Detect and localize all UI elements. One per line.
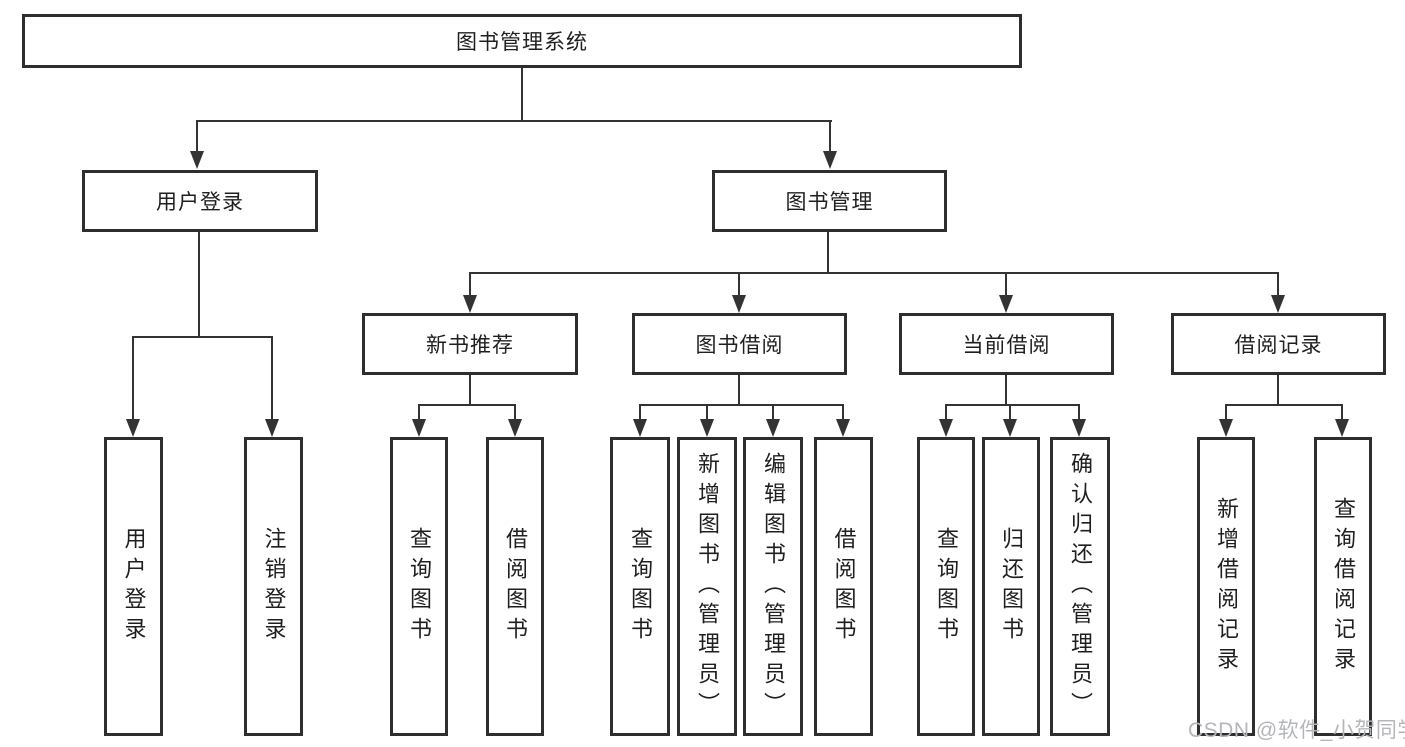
node-borrow-records-label: 借阅记录	[1234, 334, 1323, 357]
leaf-edit-books-admin: 编辑图书（管理员）	[743, 437, 803, 736]
leaf-label: 借阅图书	[503, 526, 528, 647]
connector-line	[196, 120, 198, 154]
connector-line	[1277, 272, 1279, 298]
connector-line	[639, 404, 844, 406]
arrowhead-down-icon	[1072, 419, 1086, 437]
leaf-query-books-3: 查询图书	[917, 437, 975, 736]
leaf-add-borrow-record: 新增借阅记录	[1197, 437, 1255, 736]
connector-line	[772, 404, 774, 421]
connector-line	[1225, 404, 1227, 421]
leaf-label: 注销登录	[261, 526, 287, 647]
leaf-label: 确认归还（管理员）	[1068, 451, 1093, 722]
arrowhead-down-icon	[1271, 295, 1285, 313]
node-new-book-recommend-label: 新书推荐	[426, 334, 514, 357]
arrowhead-down-icon	[836, 419, 850, 437]
connector-line	[1005, 375, 1007, 406]
connector-line	[132, 336, 134, 420]
connector-line	[418, 404, 420, 421]
connector-line	[1005, 272, 1007, 298]
connector-line	[738, 272, 740, 298]
arrowhead-down-icon	[463, 295, 477, 313]
arrowhead-down-icon	[190, 151, 204, 169]
arrowhead-down-icon	[1335, 419, 1349, 437]
arrowhead-down-icon	[1219, 419, 1233, 437]
connector-line	[196, 120, 832, 122]
leaf-label: 新增借阅记录	[1214, 496, 1239, 677]
leaf-label: 查询借阅记录	[1331, 496, 1356, 677]
arrowhead-down-icon	[265, 419, 279, 437]
arrowhead-down-icon	[999, 295, 1013, 313]
connector-line	[271, 336, 273, 420]
node-root-label: 图书管理系统	[456, 31, 588, 54]
node-borrow-records: 借阅记录	[1171, 313, 1386, 375]
leaf-add-books-admin: 新增图书（管理员）	[677, 437, 737, 736]
leaf-borrow-books-2: 借阅图书	[814, 437, 873, 736]
node-book-borrow: 图书借阅	[632, 313, 847, 375]
arrowhead-down-icon	[823, 151, 837, 169]
connector-line	[469, 272, 1279, 274]
leaf-label: 归还图书	[999, 526, 1024, 647]
connector-line	[469, 375, 471, 406]
leaf-label: 查询图书	[407, 526, 432, 647]
connector-line	[1225, 404, 1343, 406]
connector-line	[706, 404, 708, 421]
leaf-return-books: 归还图书	[982, 437, 1040, 736]
connector-line	[738, 375, 740, 406]
node-new-book-recommend: 新书推荐	[362, 313, 578, 375]
node-user-login-label: 用户登录	[156, 191, 244, 214]
leaf-confirm-return-admin: 确认归还（管理员）	[1050, 437, 1110, 736]
node-current-borrow-label: 当前借阅	[962, 334, 1051, 357]
arrowhead-down-icon	[700, 419, 714, 437]
leaf-label: 借阅图书	[831, 526, 857, 647]
arrowhead-down-icon	[766, 419, 780, 437]
arrowhead-down-icon	[939, 419, 953, 437]
arrowhead-down-icon	[732, 295, 746, 313]
connector-line	[521, 68, 523, 122]
arrowhead-down-icon	[633, 419, 647, 437]
leaf-query-books-1: 查询图书	[390, 437, 448, 736]
connector-line	[945, 404, 947, 421]
connector-line	[827, 232, 829, 274]
connector-line	[418, 404, 516, 406]
connector-line	[469, 272, 471, 298]
leaf-label: 查询图书	[934, 526, 959, 647]
connector-line	[198, 232, 200, 338]
connector-line	[1078, 404, 1080, 421]
leaf-label: 用户登录	[121, 526, 147, 647]
connector-line	[639, 404, 641, 421]
arrowhead-down-icon	[126, 419, 140, 437]
node-book-borrow-label: 图书借阅	[695, 334, 784, 357]
node-user-login: 用户登录	[82, 170, 318, 232]
arrowhead-down-icon	[508, 419, 522, 437]
connector-line	[1341, 404, 1343, 421]
connector-line	[945, 404, 1080, 406]
leaf-label: 新增图书（管理员）	[695, 451, 720, 722]
node-book-management: 图书管理	[712, 170, 947, 232]
connector-line	[1009, 404, 1011, 421]
arrowhead-down-icon	[1003, 419, 1017, 437]
leaf-query-borrow-record: 查询借阅记录	[1314, 437, 1372, 736]
node-book-management-label: 图书管理	[785, 191, 874, 214]
connector-line	[514, 404, 516, 421]
connector-line	[842, 404, 844, 421]
leaf-query-books-2: 查询图书	[610, 437, 670, 736]
leaf-label: 编辑图书（管理员）	[761, 451, 786, 722]
node-root: 图书管理系统	[22, 14, 1022, 68]
leaf-logout: 注销登录	[244, 437, 303, 736]
connector-line	[829, 120, 831, 154]
connector-line	[132, 336, 273, 338]
leaf-borrow-books-1: 借阅图书	[486, 437, 544, 736]
connector-line	[1277, 375, 1279, 406]
leaf-user-login: 用户登录	[104, 437, 163, 736]
arrowhead-down-icon	[412, 419, 426, 437]
node-current-borrow: 当前借阅	[899, 313, 1114, 375]
leaf-label: 查询图书	[628, 526, 653, 647]
csdn-watermark: CSDN @软件_小贺同学	[1188, 719, 1405, 742]
